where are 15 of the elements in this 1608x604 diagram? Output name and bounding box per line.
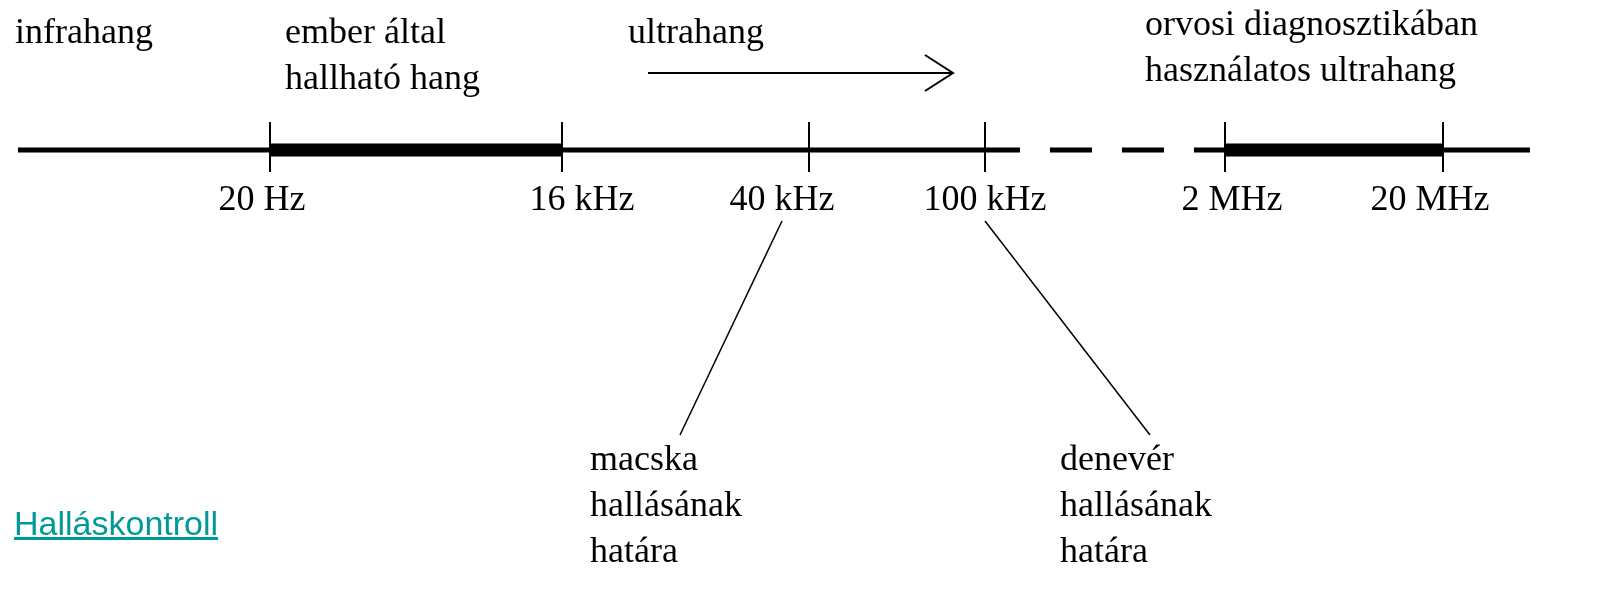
tick-label: 100 kHz [923,175,1047,221]
annotation-text: macska hallásának határa [590,435,820,573]
link: Halláskontroll [14,503,219,544]
range-label: infrahang [15,10,153,53]
tick-label: 20 MHz [1370,177,1490,220]
tick-label: 2 MHz [1181,177,1283,220]
leader-line [679,220,783,436]
range-label: orvosi diagnosztikában használatos ultrahang [1145,2,1479,91]
tick-label: 16 kHz [529,177,635,220]
tick-label: 20 Hz [218,177,306,220]
range-label: ultrahang [628,10,764,53]
leader-line [984,220,1151,436]
tick-label: 40 kHz [729,175,835,221]
range-label: ember által hallható hang [285,10,481,99]
annotation-text: denevér hallásának határa [1060,435,1290,573]
